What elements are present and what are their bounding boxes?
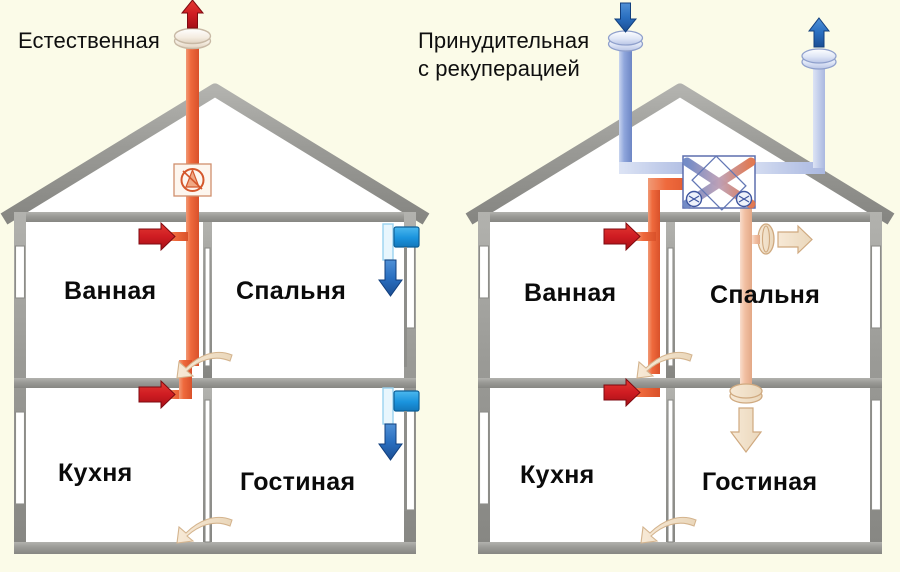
supply-duct [619, 40, 699, 174]
roof [0, 83, 430, 225]
window-vent-livingroom [382, 387, 420, 511]
damper-valve-icon [173, 163, 212, 197]
room-label-bathroom-right: Ванная [524, 279, 617, 307]
transfer-arrow-upper [176, 351, 233, 379]
mid-floor-slab [478, 378, 882, 388]
mid-floor-slab [14, 378, 416, 388]
room-label-livingroom-right: Гостиная [702, 468, 818, 496]
transfer-arrow-upper [636, 351, 693, 379]
exhaust-arrow-roof [180, 0, 205, 29]
scheme-title-natural: Естественная [18, 28, 160, 53]
room-label-livingroom-left: Гостиная [240, 468, 356, 496]
room-label-bedroom-left: Спальня [236, 277, 347, 305]
transfer-arrow-lower [176, 516, 233, 544]
door-openings [204, 247, 211, 543]
foundation-slab [478, 542, 882, 554]
window-vent-bedroom [382, 223, 420, 367]
heat-recovery-unit [682, 155, 756, 211]
house-forced-recovery [465, 2, 895, 554]
exhaust-cap [801, 48, 837, 70]
bathroom-exhaust-arrow-upper [138, 221, 176, 252]
foundation-slab [14, 542, 416, 554]
windows [478, 245, 882, 511]
supply-arrow-bedroom [378, 259, 403, 297]
supply-arrow-bedroom [777, 224, 813, 255]
intake-cap [607, 30, 644, 52]
attic-floor [14, 212, 416, 222]
transfer-arrow-lower [640, 516, 697, 544]
chimney-cap [173, 27, 212, 50]
exhaust-arrow-roof [807, 17, 831, 48]
door-openings [667, 247, 674, 543]
fresh-air-intake-arrow [613, 2, 638, 33]
diffuser-bedroom [752, 223, 775, 255]
kitchen-exhaust-arrow-lower [603, 377, 641, 408]
scheme-title-forced-line2: с рекуперацией [418, 56, 580, 81]
room-label-bedroom-right: Спальня [710, 281, 821, 309]
roof [465, 83, 895, 225]
exhaust-duct-outside [740, 58, 825, 174]
supply-arrow-livingroom [729, 407, 763, 453]
house-natural [0, 0, 430, 554]
room-label-kitchen-left: Кухня [58, 459, 133, 487]
scheme-title-forced-line1: Принудительная [418, 28, 590, 53]
room-label-kitchen-right: Кухня [520, 461, 595, 489]
bathroom-exhaust-arrow-upper [603, 221, 641, 252]
diffuser-livingroom [729, 383, 763, 404]
room-label-bathroom-left: Ванная [64, 277, 157, 305]
attic-floor [478, 212, 882, 222]
supply-arrow-livingroom [378, 423, 403, 461]
kitchen-exhaust-arrow-lower [138, 379, 176, 410]
